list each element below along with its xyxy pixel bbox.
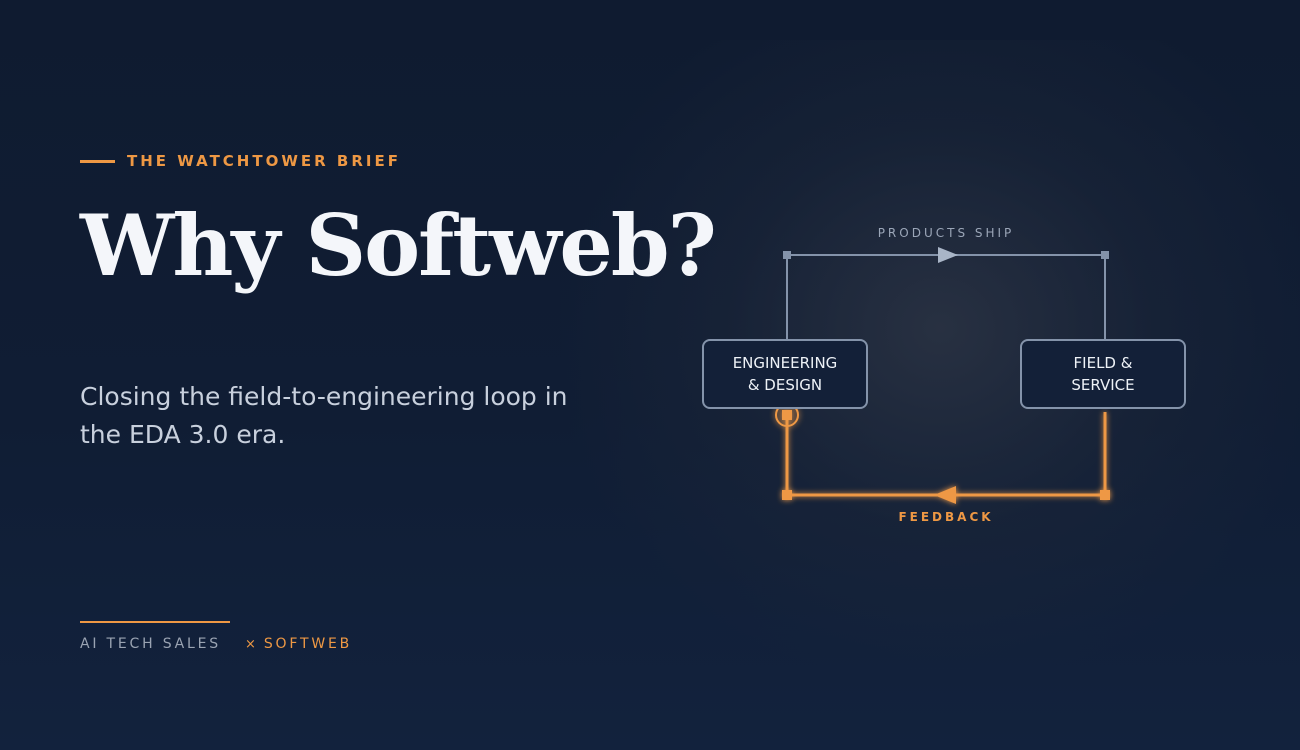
engineering-design-node: ENGINEERING & DESIGN xyxy=(702,339,868,409)
products-ship-connector xyxy=(783,247,1109,340)
feedback-connector xyxy=(775,403,1110,504)
footer-rule xyxy=(80,621,230,623)
engineering-design-label: ENGINEERING & DESIGN xyxy=(732,354,838,394)
field-service-node: FIELD & SERVICE xyxy=(1020,339,1186,409)
eyebrow-dash xyxy=(80,159,115,163)
eyebrow: THE WATCHTOWER BRIEF xyxy=(80,150,401,172)
feedback-label: FEEDBACK xyxy=(898,510,994,524)
footer-left-text: AI TECH SALES xyxy=(80,636,221,652)
subtitle: Closing the field-to-engineering loop in… xyxy=(80,382,568,449)
footer-brand: SOFTWEB xyxy=(263,636,353,652)
headline: Why Softweb? xyxy=(80,196,717,295)
right-arrow-icon xyxy=(938,247,958,263)
footer: AI TECH SALES × SOFTWEB xyxy=(80,636,352,652)
field-service-label: FIELD & SERVICE xyxy=(1071,354,1135,394)
eyebrow-text: THE WATCHTOWER BRIEF xyxy=(127,152,401,170)
products-ship-label: PRODUCTS SHIP xyxy=(877,226,1015,240)
footer-separator: × xyxy=(244,636,256,652)
left-arrow-icon xyxy=(934,486,956,504)
